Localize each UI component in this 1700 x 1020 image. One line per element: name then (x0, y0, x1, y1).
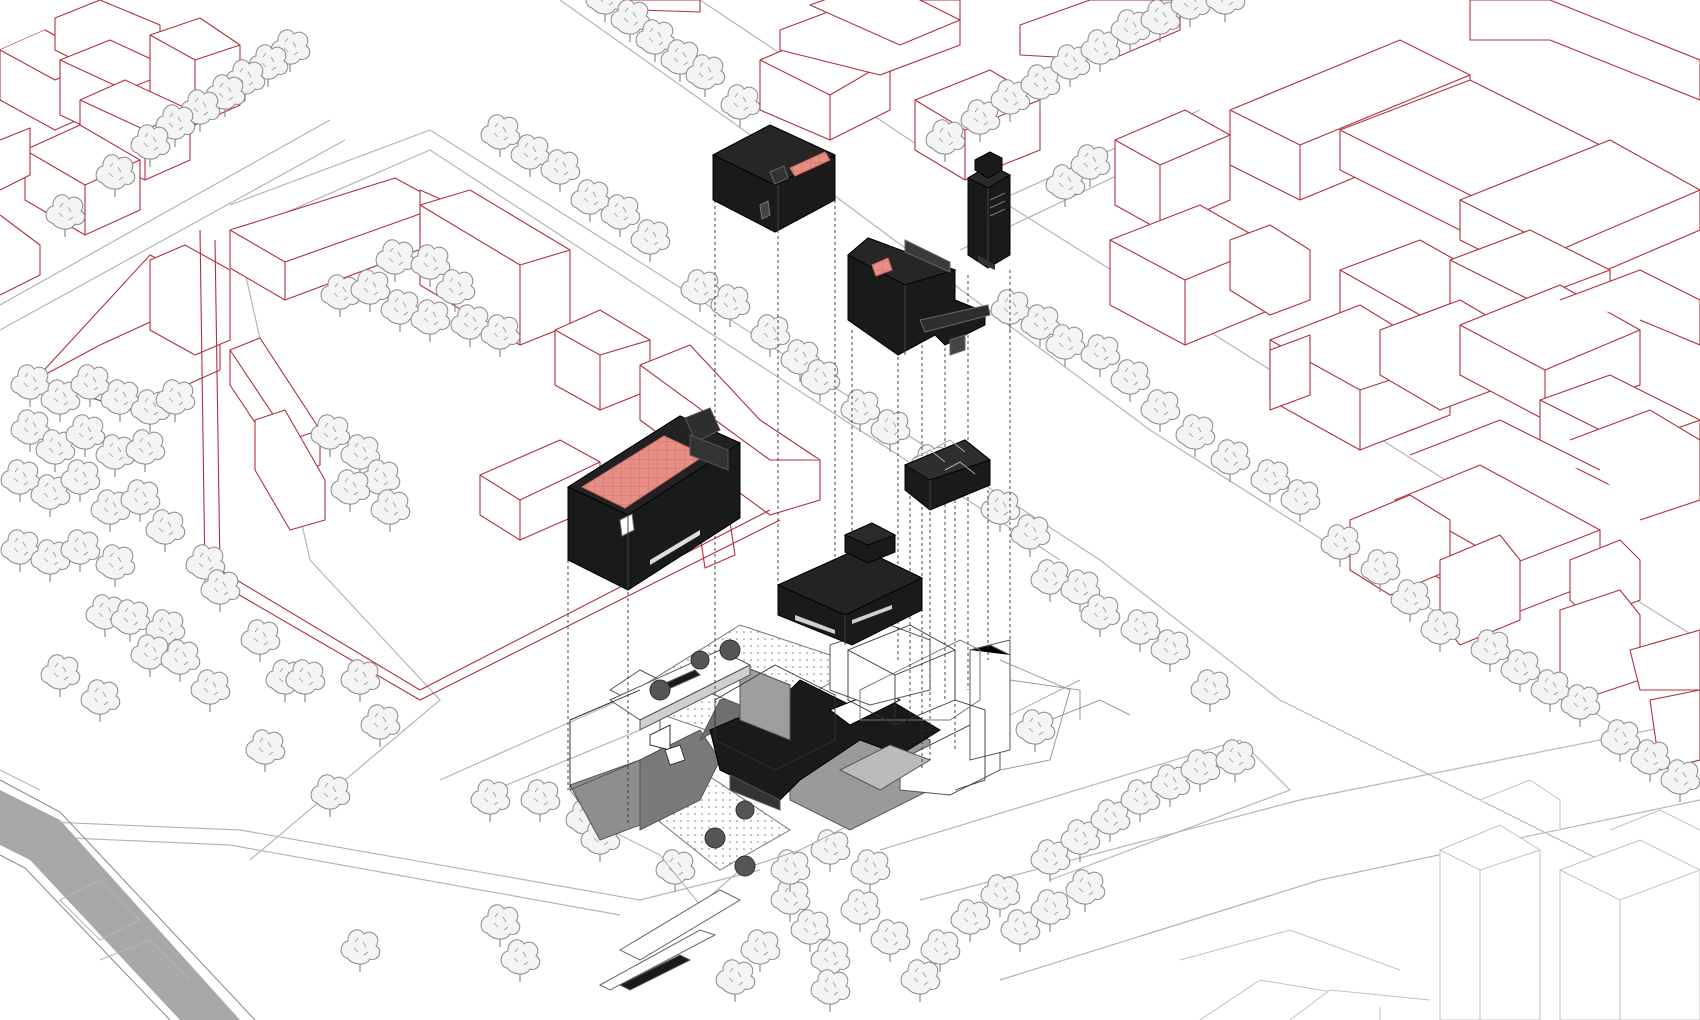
volume-gallery-cube (711, 124, 837, 233)
volume-tower (966, 151, 1012, 270)
plaza-trees-light (1015, 709, 1056, 753)
river-channel (0, 779, 256, 1020)
base-ghost-volumes (569, 624, 986, 791)
volume-main-hall (776, 522, 924, 646)
project-ground-plan (569, 624, 1131, 991)
context-buildings (0, 0, 1700, 771)
volume-office-block (847, 237, 991, 356)
volume-canopy (903, 439, 992, 511)
volume-auditorium (566, 407, 742, 591)
context-blocks-gray (1179, 779, 1700, 1020)
site-road-lines (0, 0, 1700, 981)
plaza-trees (649, 639, 756, 877)
